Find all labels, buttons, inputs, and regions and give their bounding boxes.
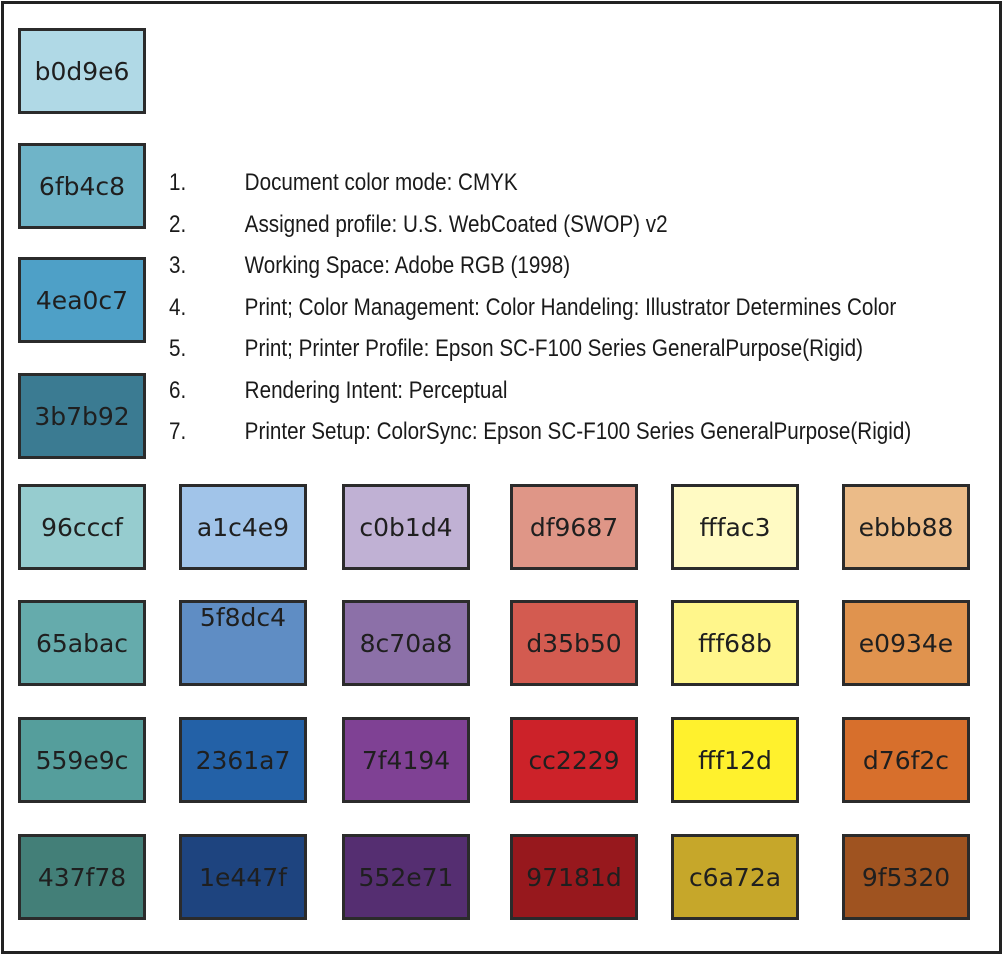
swatch-ebbb88: ebbb88 — [842, 484, 970, 570]
swatch-label: b0d9e6 — [34, 56, 130, 86]
swatch-2361a7: 2361a7 — [179, 717, 307, 803]
swatch-3b7b92: 3b7b92 — [18, 373, 146, 459]
settings-item-number: 2. — [169, 210, 187, 238]
swatch-d76f2c: d76f2c — [842, 717, 970, 803]
swatch-label: a1c4e9 — [196, 512, 290, 542]
swatch-label: 437f78 — [37, 862, 127, 892]
swatch-559e9c: 559e9c — [18, 717, 146, 803]
settings-item: 3. Working Space: Adobe RGB (1998) — [169, 247, 911, 289]
swatch-label: 9f5320 — [861, 862, 951, 892]
swatch-label: d35b50 — [526, 628, 622, 658]
swatch-label: df9687 — [529, 512, 619, 542]
settings-item: 6. Rendering Intent: Perceptual — [169, 372, 911, 414]
swatch-9f5320: 9f5320 — [842, 834, 970, 920]
swatch-a1c4e9: a1c4e9 — [179, 484, 307, 570]
swatch-fff12d: fff12d — [671, 717, 799, 803]
swatch-label: fff68b — [698, 628, 772, 658]
swatch-label: fff12d — [698, 745, 772, 775]
swatch-fff68b: fff68b — [671, 600, 799, 686]
settings-item-number: 5. — [169, 335, 187, 362]
swatch-label: 7f4194 — [361, 745, 451, 775]
swatch-d35b50: d35b50 — [510, 600, 638, 686]
swatch-7f4194: 7f4194 — [342, 717, 470, 803]
swatch-label: 3b7b92 — [34, 401, 130, 431]
swatch-4ea0c7: 4ea0c7 — [18, 257, 146, 343]
swatch-label: fffac3 — [699, 512, 771, 542]
settings-item-number: 4. — [169, 293, 187, 321]
swatch-8c70a8: 8c70a8 — [342, 600, 470, 686]
settings-item: 1. Document color mode: CMYK — [169, 164, 911, 206]
swatch-label: 97181d — [526, 862, 622, 892]
swatch-5f8dc4: 5f8dc4 — [179, 600, 307, 686]
swatch-label: 6fb4c8 — [38, 171, 126, 201]
swatch-6fb4c8: 6fb4c8 — [18, 143, 146, 229]
swatch-label: 1e447f — [199, 862, 287, 892]
settings-item-text: Printer Setup: ColorSync: Epson SC-F100 … — [244, 418, 912, 445]
swatch-1e447f: 1e447f — [179, 834, 307, 920]
settings-item: 2. Assigned profile: U.S. WebCoated (SWOP… — [169, 206, 911, 248]
swatch-label: c0b1d4 — [359, 512, 453, 542]
settings-item: 4. Print; Color Management: Color Handeli… — [169, 289, 911, 331]
swatch-df9687: df9687 — [510, 484, 638, 570]
swatch-96cccf: 96cccf — [18, 484, 146, 570]
swatch-label: 2361a7 — [195, 745, 291, 775]
swatch-label: e0934e — [858, 628, 954, 658]
settings-item-number: 7. — [169, 418, 187, 445]
settings-item-text: Print; Printer Profile: Epson SC-F100 Se… — [244, 335, 863, 362]
swatch-65abac: 65abac — [18, 600, 146, 686]
swatch-97181d: 97181d — [510, 834, 638, 920]
swatch-552e71: 552e71 — [342, 834, 470, 920]
swatch-label: d76f2c — [862, 745, 950, 775]
swatch-c6a72a: c6a72a — [671, 834, 799, 920]
swatch-label: 8c70a8 — [359, 628, 453, 658]
swatch-label: 96cccf — [41, 512, 123, 542]
settings-list: 1. Document color mode: CMYK 2. Assigned p… — [169, 164, 911, 455]
swatch-label: 552e71 — [358, 862, 454, 892]
settings-item-text: Document color mode: CMYK — [244, 169, 518, 196]
settings-item-text: Rendering Intent: Perceptual — [244, 376, 508, 404]
swatch-label: 65abac — [35, 628, 129, 658]
settings-item-text: Assigned profile: U.S. WebCoated (SWOP) … — [244, 210, 668, 238]
settings-item: 7. Printer Setup: ColorSync: Epson SC-F10… — [169, 413, 911, 455]
settings-item-text: Print; Color Management: Color Handeling… — [244, 293, 897, 321]
swatch-label: cc2229 — [528, 745, 620, 775]
swatch-cc2229: cc2229 — [510, 717, 638, 803]
swatch-label: 5f8dc4 — [199, 603, 287, 632]
settings-item-number: 6. — [169, 376, 187, 404]
settings-item-number: 3. — [169, 252, 187, 279]
swatch-e0934e: e0934e — [842, 600, 970, 686]
settings-item: 5. Print; Printer Profile: Epson SC-F100 … — [169, 330, 911, 372]
swatch-c0b1d4: c0b1d4 — [342, 484, 470, 570]
swatch-label: ebbb88 — [858, 512, 954, 542]
swatch-label: 4ea0c7 — [35, 285, 129, 315]
swatch-label: c6a72a — [688, 862, 782, 892]
swatch-b0d9e6: b0d9e6 — [18, 28, 146, 114]
swatch-label: 559e9c — [35, 745, 129, 775]
settings-item-number: 1. — [169, 169, 187, 196]
swatch-437f78: 437f78 — [18, 834, 146, 920]
swatch-fffac3: fffac3 — [671, 484, 799, 570]
settings-item-text: Working Space: Adobe RGB (1998) — [244, 252, 571, 279]
